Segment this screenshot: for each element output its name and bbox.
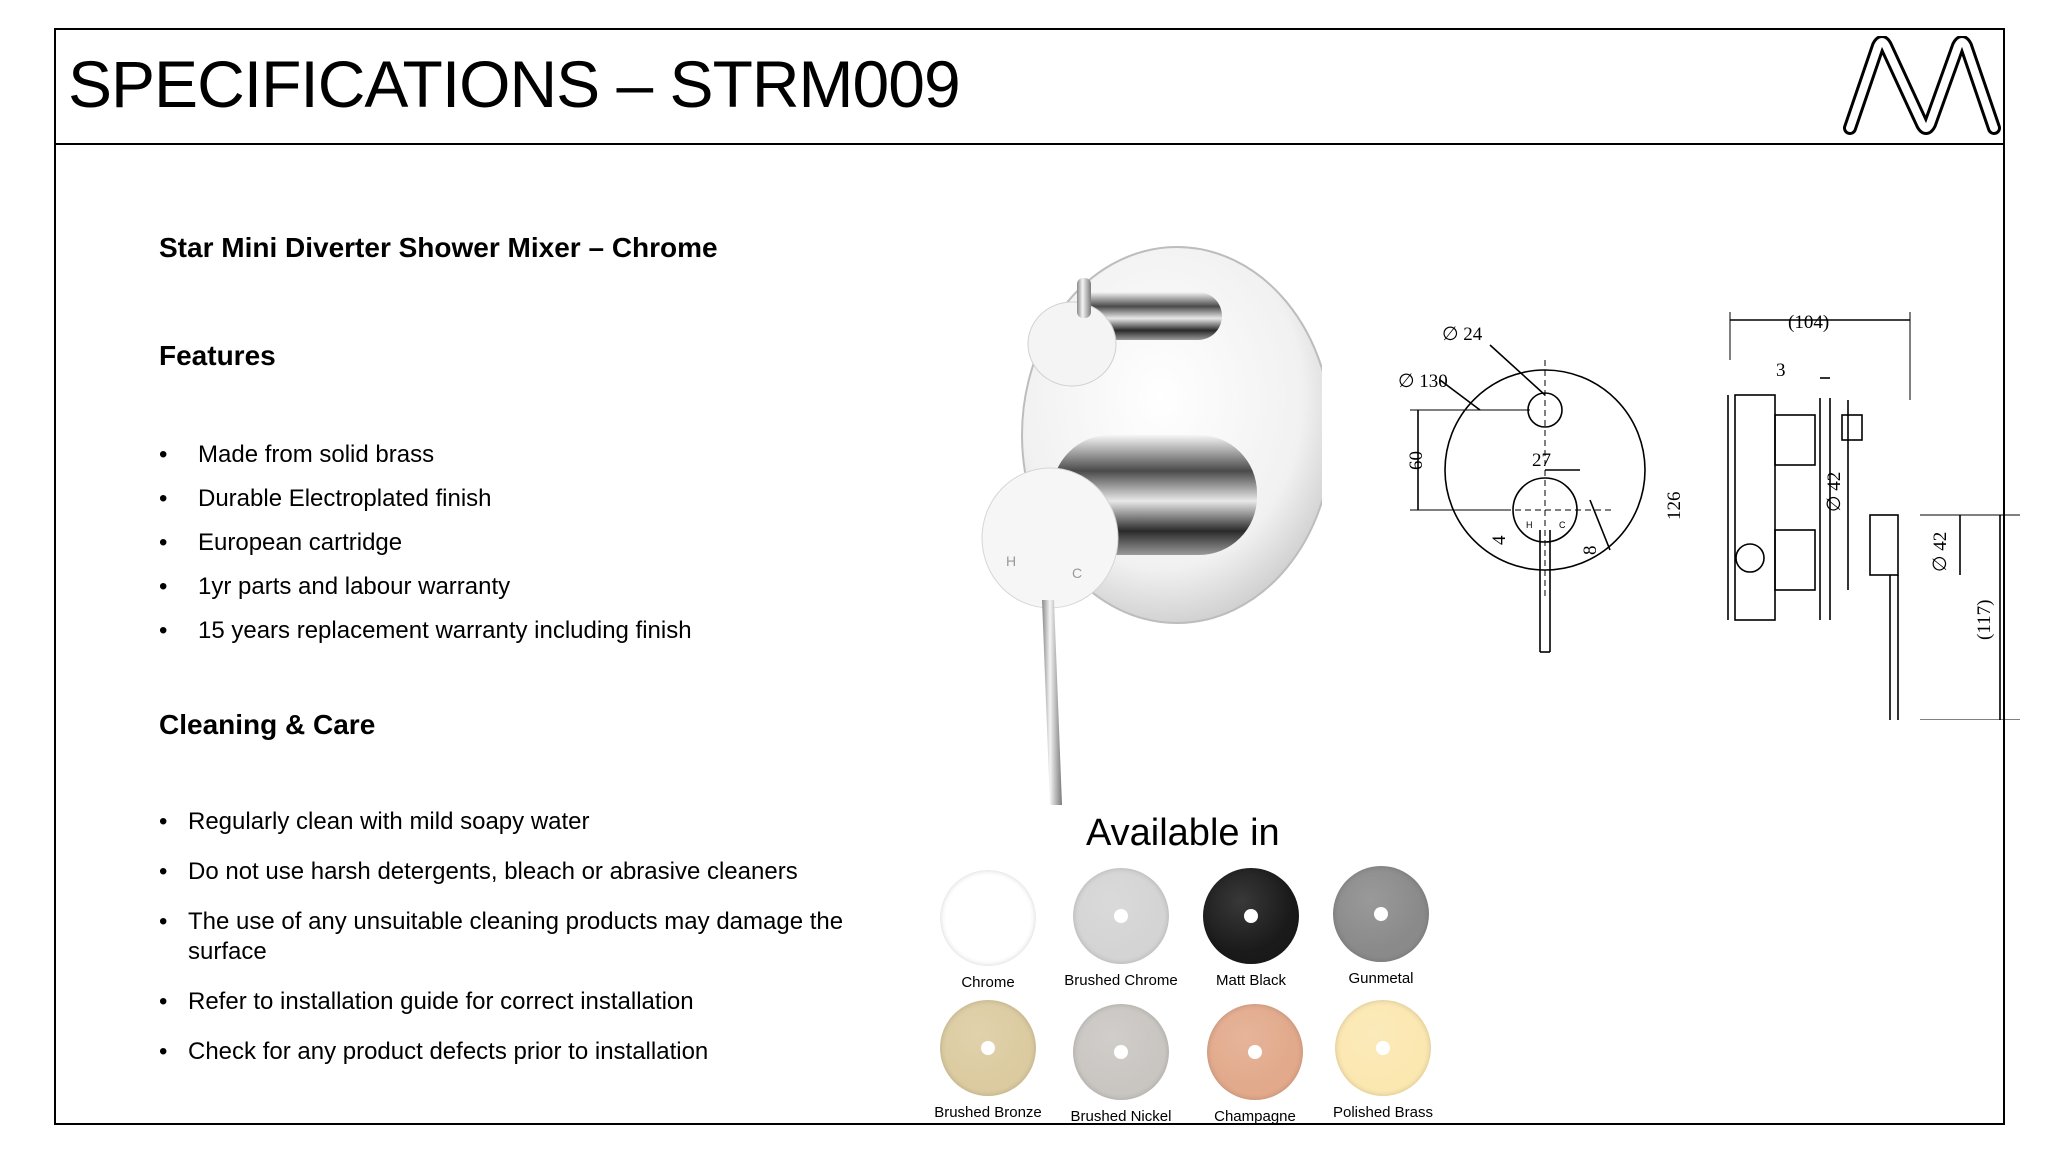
finish-swatch [940, 1000, 1036, 1096]
bullet-marker: • [159, 808, 168, 835]
finish-swatch [1073, 1004, 1169, 1100]
finish-swatch [1203, 868, 1299, 964]
brand-m-logo-icon [1843, 36, 2001, 135]
features-heading: Features [159, 340, 276, 371]
body-outline [1734, 394, 1776, 621]
technical-drawing: ∅ 24 ∅ 130 60 27 4 8 H C (104) 3 126 ∅ 4… [1398, 312, 2020, 720]
mixer-lever [1042, 600, 1062, 805]
finish-swatch [940, 870, 1036, 966]
drawing-cold-marker: C [1559, 520, 1566, 530]
list-item: •15 years replacement warranty including… [159, 617, 692, 644]
list-item: •Refer to installation guide for correct… [159, 988, 694, 1015]
list-item: •1yr parts and labour warranty [159, 573, 511, 600]
swatch-label: Matt Black [1215, 972, 1287, 989]
diverter-pin [1077, 278, 1091, 318]
drawing-hot-marker: H [1526, 520, 1533, 530]
care-heading: Cleaning & Care [159, 709, 376, 740]
list-item: •The use of any unsuitable cleaning prod… [159, 908, 844, 965]
header-divider [54, 143, 2005, 145]
cold-marker: C [1072, 565, 1082, 581]
dim-body-height: 126 [1664, 492, 1685, 521]
care-list: •Regularly clean with mild soapy water •… [159, 807, 848, 1087]
list-item: •Made from solid brass [159, 441, 435, 468]
product-title: Star Mini Diverter Shower Mixer – Chrome [159, 232, 718, 263]
finish-swatch [1073, 868, 1169, 964]
hot-marker: H [1006, 553, 1016, 569]
dim-spacing: 60 [1406, 451, 1427, 470]
bullet-marker: • [159, 858, 168, 885]
swatch-matt-black[interactable]: Matt Black [1186, 868, 1316, 989]
list-item: •Do not use harsh detergents, bleach or … [159, 858, 798, 885]
bullet-marker: • [159, 485, 168, 512]
swatch-label: Chrome [961, 974, 1015, 991]
list-item: •Check for any product defects prior to … [159, 1038, 709, 1065]
finish-swatch [1335, 1000, 1431, 1096]
dim-four: 4 [1489, 535, 1510, 545]
dim-plate-thickness: 3 [1776, 360, 1786, 381]
swatch-label: Champagne [1214, 1108, 1296, 1125]
swatch-brushed-bronze[interactable]: Brushed Bronze [923, 1000, 1053, 1121]
bullet-marker: • [159, 988, 168, 1015]
features-list: •Made from solid brass •Durable Electrop… [159, 440, 692, 660]
page-frame [54, 28, 2005, 1125]
list-item: •Regularly clean with mild soapy water [159, 808, 590, 835]
dim-depth: (104) [1788, 312, 1829, 333]
dim-eight: 8 [1580, 546, 1601, 556]
swatch-label: Brushed Bronze [934, 1104, 1042, 1121]
bullet-marker: • [159, 529, 168, 556]
swatch-label: Polished Brass [1332, 1104, 1434, 1121]
list-item: •European cartridge [159, 529, 403, 556]
bullet-marker: • [159, 573, 168, 600]
available-in-heading: Available in [1086, 812, 1280, 854]
dim-plate-diameter: ∅ 130 [1398, 371, 1448, 392]
swatch-brushed-nickel[interactable]: Brushed Nickel [1056, 1004, 1186, 1125]
dim-lever-length: (117) [1974, 600, 1995, 640]
swatch-label: Gunmetal [1348, 970, 1414, 987]
swatch-champagne[interactable]: Champagne [1190, 1004, 1320, 1125]
bullet-marker: • [159, 617, 168, 644]
swatch-polished-brass[interactable]: Polished Brass [1318, 1000, 1448, 1121]
finish-swatch [1333, 866, 1429, 962]
dim-diverter-body-diameter: ∅ 42 [1824, 472, 1845, 512]
swatch-brushed-chrome[interactable]: Brushed Chrome [1056, 868, 1186, 989]
dim-handle-diameter: ∅ 42 [1930, 532, 1951, 572]
bullet-marker: • [159, 1038, 168, 1065]
bullet-marker: • [159, 441, 168, 468]
page-title: SPECIFICATIONS – STRM009 [68, 47, 961, 121]
swatch-label: Brushed Chrome [1064, 972, 1178, 989]
swatch-label: Brushed Nickel [1070, 1108, 1172, 1125]
mixer-handle-face [981, 467, 1119, 609]
product-photo: H C [981, 246, 1322, 805]
bullet-marker: • [159, 908, 168, 935]
dim-offset: 27 [1532, 450, 1551, 471]
dim-diverter-diameter: ∅ 24 [1442, 324, 1483, 345]
swatch-gunmetal[interactable]: Gunmetal [1316, 866, 1446, 987]
finish-swatch [1207, 1004, 1303, 1100]
list-item: •Durable Electroplated finish [159, 485, 492, 512]
diverter-knob [1027, 301, 1117, 387]
swatch-chrome[interactable]: Chrome [923, 870, 1053, 991]
